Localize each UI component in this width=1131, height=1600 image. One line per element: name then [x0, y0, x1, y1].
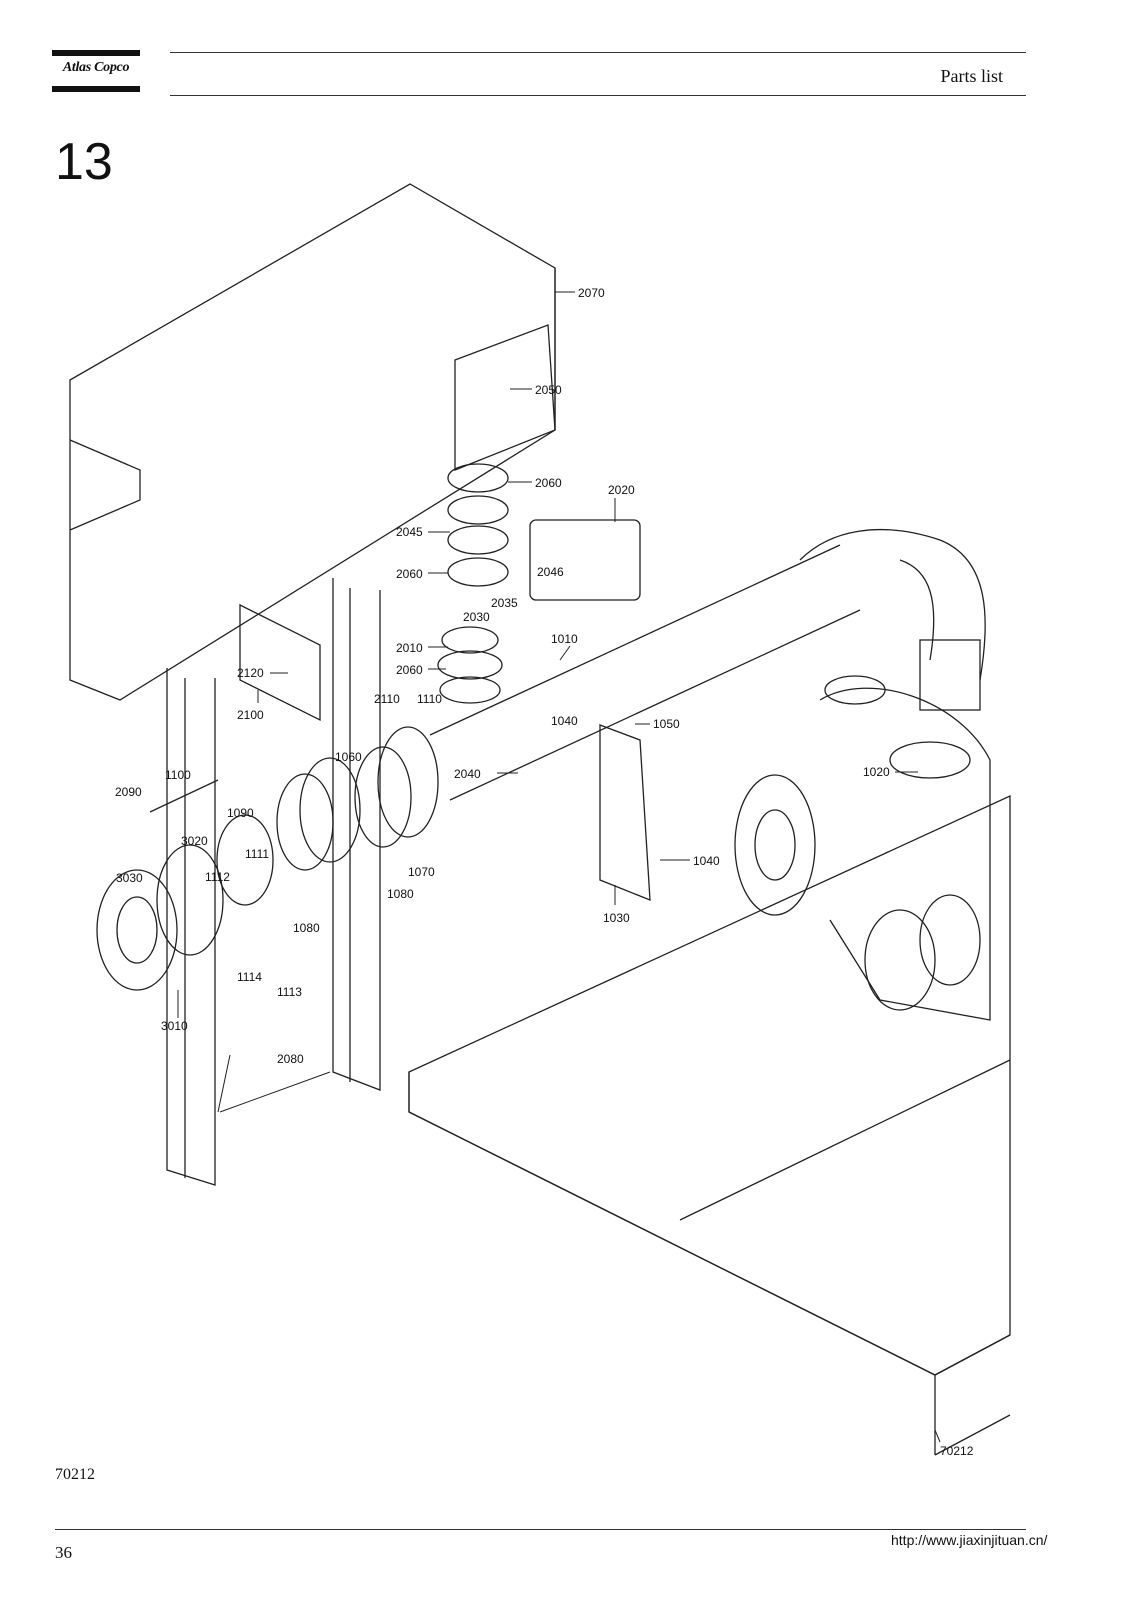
callout-labels: 2070 2050 2060 2020 2045 2046 2060 2035 … [115, 286, 974, 1458]
pump-body-drawing [734, 675, 991, 1021]
header-rule-bottom [170, 95, 1026, 96]
header-rule-top [170, 52, 1026, 53]
callout-2045: 2045 [396, 525, 423, 539]
bracket-drawing [239, 603, 321, 722]
callout-2060: 2060 [396, 567, 423, 581]
callout-1040: 1040 [551, 714, 578, 728]
footer-url[interactable]: http://www.jiaxinjituan.cn/ [891, 1532, 1048, 1548]
callout-2070: 2070 [578, 286, 605, 300]
callout-2010: 2010 [396, 641, 423, 655]
callout-2040: 2040 [454, 767, 481, 781]
callout-drawing-number: 70212 [940, 1444, 974, 1458]
horizontal-pipe-drawing [429, 529, 986, 801]
callout-2020: 2020 [608, 483, 635, 497]
callout-1010: 1010 [551, 632, 578, 646]
callout-1111: 1111 [245, 847, 269, 861]
long-bolt-drawing [149, 779, 219, 813]
callout-1114: 1114 [237, 970, 262, 984]
callout-1112: 1112 [205, 870, 230, 884]
callout-1060: 1060 [335, 750, 362, 764]
callout-2030: 2030 [463, 610, 490, 624]
callout-3020: 3020 [181, 834, 208, 848]
callout-1080: 1080 [387, 887, 414, 901]
callout-2050: 2050 [535, 383, 562, 397]
callout-1090: 1090 [227, 806, 254, 820]
callout-1040: 1040 [693, 854, 720, 868]
page-header-title: Parts list [940, 66, 1003, 86]
callout-3010: 3010 [161, 1019, 188, 1033]
flange-stack-drawing [96, 463, 641, 991]
callout-1080: 1080 [293, 921, 320, 935]
callout-2080: 2080 [277, 1052, 304, 1066]
callout-1100: 1100 [165, 768, 191, 782]
callout-1070: 1070 [408, 865, 435, 879]
callout-2035: 2035 [491, 596, 518, 610]
atlas-copco-logo: Atlas Copco [52, 50, 140, 94]
callout-1113: 1113 [277, 985, 302, 999]
figure-reference: 70212 [55, 1466, 95, 1483]
footer-rule [55, 1529, 1026, 1530]
callout-1110: 1110 [417, 692, 442, 706]
callout-2046: 2046 [537, 565, 564, 579]
callout-1020: 1020 [863, 765, 890, 779]
base-skid-drawing [408, 794, 1011, 1456]
callout-2120: 2120 [237, 666, 264, 680]
callout-1030: 1030 [603, 911, 630, 925]
callout-2090: 2090 [115, 785, 142, 799]
page-number: 36 [55, 1543, 72, 1562]
callout-2110: 2110 [374, 692, 400, 706]
canopy-box-drawing [69, 183, 556, 701]
callout-2100: 2100 [237, 708, 264, 722]
callout-2060: 2060 [396, 663, 423, 677]
section-number: 13 [55, 133, 113, 191]
callout-3030: 3030 [116, 871, 143, 885]
callout-1050: 1050 [653, 717, 680, 731]
callout-2060: 2060 [535, 476, 562, 490]
brand-wordmark: Atlas Copco [62, 60, 130, 75]
